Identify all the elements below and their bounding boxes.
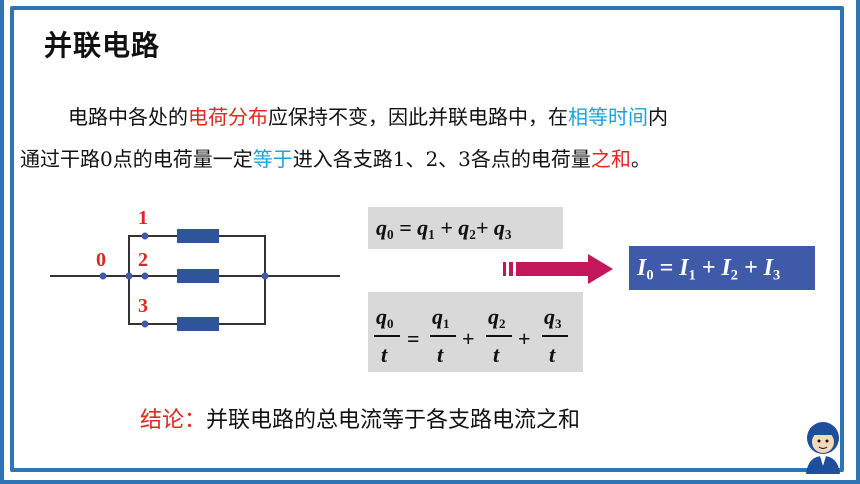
paragraph-segment-blue: 相等时间 xyxy=(568,105,648,129)
branch-3-wire xyxy=(128,276,266,325)
label-0: 0 xyxy=(96,249,106,271)
svg-text:q1: q1 xyxy=(432,304,450,331)
resistor-1 xyxy=(177,229,219,243)
teacher-mascot-icon xyxy=(806,422,840,474)
node-2 xyxy=(141,272,149,280)
conclusion-text: 并联电路的总电流等于各支路电流之和 xyxy=(206,408,581,433)
svg-text:q2: q2 xyxy=(488,304,506,331)
paragraph-segment: 。 xyxy=(630,147,651,171)
svg-text:+: + xyxy=(462,326,475,351)
frame-left-bar xyxy=(0,0,4,484)
equation-current-sum: I0 = I1 + I2 + I3 xyxy=(629,246,815,290)
svg-text:q3: q3 xyxy=(544,304,562,331)
paragraph-segment: 内 xyxy=(648,105,668,129)
frame-right-bar xyxy=(856,0,860,484)
slide-frame xyxy=(10,6,844,472)
svg-text:+: + xyxy=(518,326,531,351)
node-3 xyxy=(141,320,149,328)
equation-charge-sum: q0 = q1 + q2+ q3 xyxy=(368,207,563,249)
paragraph-segment-blue: 等于 xyxy=(252,147,293,171)
svg-text:t: t xyxy=(381,342,388,367)
label-1: 1 xyxy=(138,207,148,229)
conclusion: 结论：并联电路的总电流等于各支路电流之和 xyxy=(140,402,580,434)
paragraph-segment: 通过干路0点的电荷量一定 xyxy=(20,147,253,171)
junction-left xyxy=(125,272,133,280)
node-1 xyxy=(141,232,149,240)
svg-text:t: t xyxy=(437,342,444,367)
paragraph-segment: 应保持不变，因此并联电路中，在 xyxy=(268,105,568,129)
equation-ratio: q0 t = q1 t + q2 t + q3 t xyxy=(368,292,583,372)
svg-text:t: t xyxy=(493,342,500,367)
label-2: 2 xyxy=(138,249,148,271)
paragraph-line-1: 电路中各处的电荷分布应保持不变，因此并联电路中，在相等时间内 xyxy=(20,96,840,138)
resistor-2 xyxy=(177,269,219,283)
svg-text:=: = xyxy=(407,326,420,351)
paragraph-segment: 电路中各处的 xyxy=(68,105,188,129)
paragraph-segment-red: 之和 xyxy=(590,147,631,171)
node-0 xyxy=(99,272,107,280)
slide-title: 并联电路 xyxy=(44,29,161,62)
paragraph-line-2: 通过干路0点的电荷量一定等于进入各支路1、2、3各点的电荷量之和。 xyxy=(20,138,840,180)
parallel-circuit-diagram: 0 1 2 3 xyxy=(50,207,340,331)
paragraph-segment-red: 电荷分布 xyxy=(188,105,268,129)
resistor-3 xyxy=(177,317,219,331)
fraction-equation: q0 t = q1 t + q2 t + q3 t xyxy=(374,304,568,367)
arrow-icon xyxy=(503,254,613,284)
paragraph-segment: 进入各支路1、2、3各点的电荷量 xyxy=(292,147,591,171)
label-3: 3 xyxy=(138,295,148,317)
svg-text:q0: q0 xyxy=(376,304,394,331)
conclusion-label: 结论： xyxy=(140,408,207,433)
explanation-paragraph: 电路中各处的电荷分布应保持不变，因此并联电路中，在相等时间内 通过干路0点的电荷… xyxy=(20,96,840,180)
junction-right xyxy=(261,272,269,280)
frame-bottom-bar xyxy=(0,480,860,484)
svg-text:t: t xyxy=(549,342,556,367)
